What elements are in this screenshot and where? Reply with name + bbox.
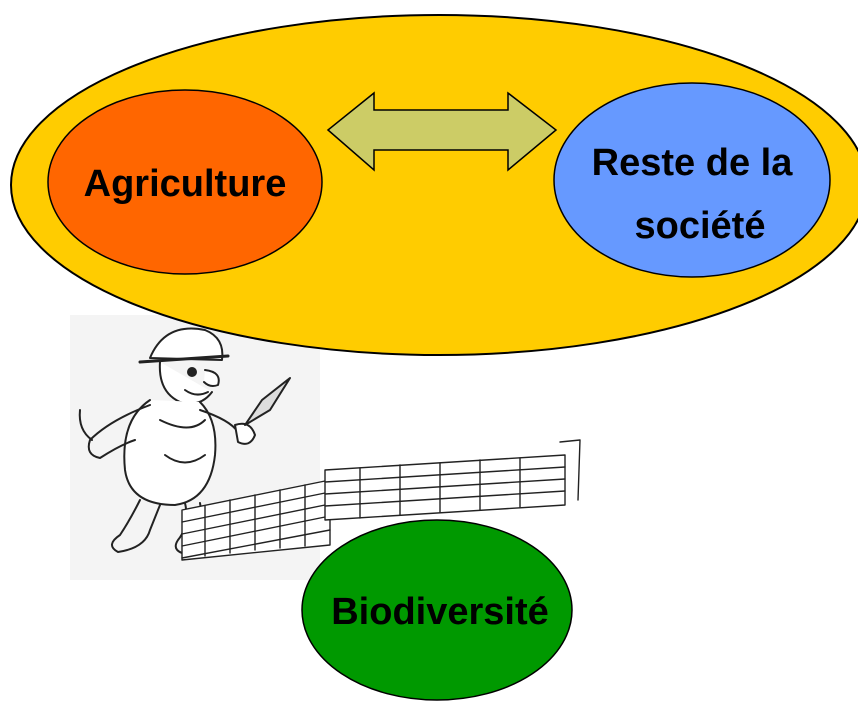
agriculture-node: Agriculture — [47, 89, 323, 275]
society-label-line1: Reste de la — [592, 142, 794, 184]
society-ellipse — [553, 82, 831, 278]
biodiversity-ellipse — [301, 519, 573, 701]
society-label-line2: société — [635, 205, 766, 247]
society-node: Reste de la société — [553, 82, 831, 278]
agriculture-label: Agriculture — [84, 163, 287, 205]
biodiversity-node: Biodiversité — [301, 519, 573, 701]
double-arrow-icon — [326, 91, 558, 172]
bricklayer-building-wall-icon — [70, 315, 581, 580]
biodiversity-label: Biodiversité — [331, 591, 549, 633]
agriculture-ellipse — [47, 89, 323, 275]
